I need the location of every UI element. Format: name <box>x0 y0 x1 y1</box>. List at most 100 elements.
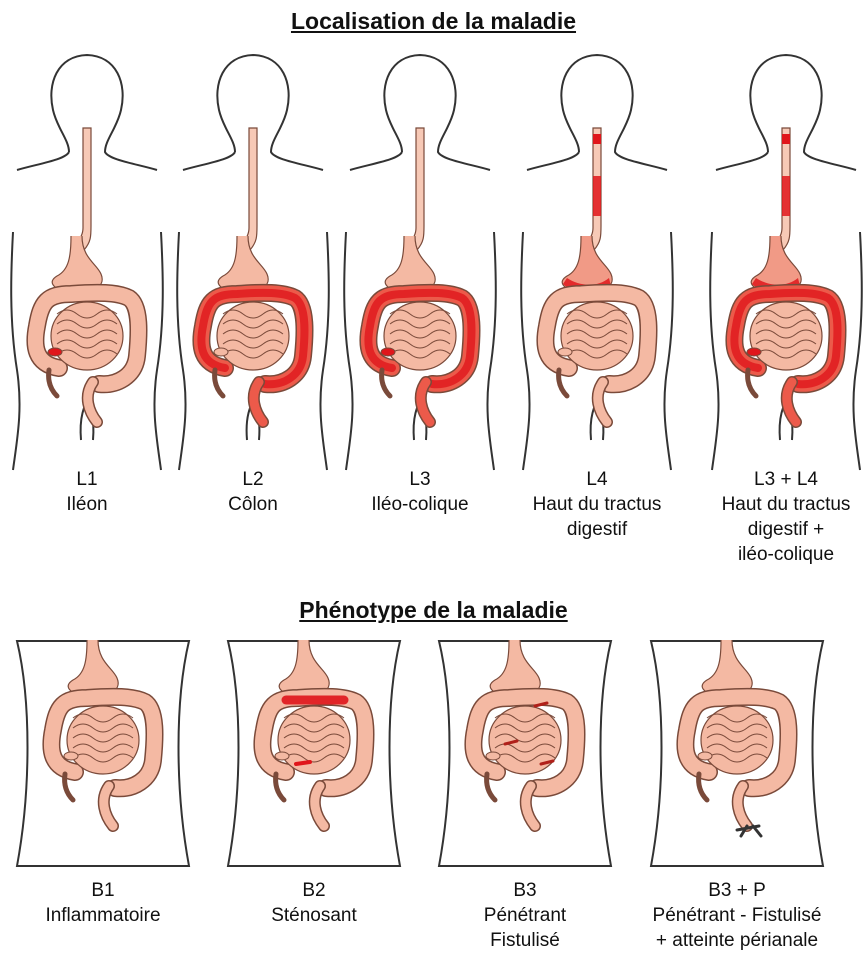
location-label-line: Haut du tractus <box>507 492 687 517</box>
small-intestine <box>384 302 456 370</box>
intestine-loop <box>707 724 767 732</box>
location-label-line: digestif + <box>696 517 867 542</box>
location-code: L3 <box>330 467 510 492</box>
intestine-loop <box>73 734 133 742</box>
stomach <box>751 236 801 292</box>
intestine-loop <box>495 714 555 722</box>
appendix <box>699 774 707 800</box>
torso-right-outline <box>320 232 328 470</box>
shoulder-outline <box>17 152 69 170</box>
location-label-line: Iléo-colique <box>330 492 510 517</box>
stomach-inflammation <box>563 278 611 292</box>
intestine-loop <box>495 754 555 762</box>
esophagus-inflammation <box>782 134 790 144</box>
torso-left-outline <box>177 232 185 470</box>
intestine-loop <box>756 330 816 338</box>
torso-left-outline <box>521 232 529 470</box>
rectum <box>254 382 263 422</box>
abdomen-frame <box>17 641 189 866</box>
location-label-line: digestif <box>507 517 687 542</box>
stomach <box>218 236 268 292</box>
head-outline <box>384 55 490 170</box>
colon <box>368 293 471 384</box>
small-intestine <box>561 302 633 370</box>
torso-left-outline <box>710 232 718 470</box>
stomach <box>52 236 102 292</box>
rectum <box>738 786 747 826</box>
intestine-loop <box>567 350 627 358</box>
intestine-loop <box>756 320 816 328</box>
phenotype-label-line: Sténosant <box>209 903 419 928</box>
appendix <box>487 774 495 800</box>
intestine-loop <box>567 320 627 328</box>
colon <box>201 293 304 384</box>
appendix <box>215 370 223 396</box>
stomach-inflammation <box>752 278 800 292</box>
rectum <box>104 786 113 826</box>
intestine-loop <box>756 340 816 348</box>
ileum <box>698 752 712 760</box>
rectum-outline <box>254 382 263 422</box>
location-label-line: Côlon <box>163 492 343 517</box>
location-label-line: iléo-colique <box>696 542 867 567</box>
colon-outline <box>545 293 648 384</box>
legs-outline <box>780 404 793 440</box>
intestine-loop <box>495 744 555 752</box>
intestine-loop <box>756 310 816 318</box>
intestine-loop <box>284 714 344 722</box>
legs-outline <box>81 404 94 440</box>
ileum <box>747 348 761 356</box>
phenotype-code: B3 <box>420 878 630 903</box>
stomach <box>385 236 435 292</box>
ileum <box>275 752 289 760</box>
intestine-loop <box>707 714 767 722</box>
rectum <box>88 382 97 422</box>
perianal-marker <box>737 826 761 836</box>
stricture-marker <box>296 762 310 764</box>
intestine-loop <box>223 330 283 338</box>
ileum <box>64 752 78 760</box>
intestine-loop <box>57 310 117 318</box>
colon-inflammation <box>368 293 471 384</box>
esophagus-inflammation <box>593 134 601 144</box>
rectum <box>526 786 535 826</box>
small-intestine <box>51 302 123 370</box>
colon-outline <box>734 293 837 384</box>
colon <box>262 697 365 788</box>
rectum <box>787 382 796 422</box>
shoulder-outline <box>350 152 402 170</box>
shoulder-outline <box>527 152 579 170</box>
location-code: L3 + L4 <box>696 467 867 492</box>
small-intestine <box>278 706 350 774</box>
intestine-loop <box>567 340 627 348</box>
intestine-loop <box>495 734 555 742</box>
intestine-loop <box>567 330 627 338</box>
fistula-marker <box>535 703 547 706</box>
rectum-outline <box>787 382 796 422</box>
colon <box>685 697 788 788</box>
phenotype-label-line: + atteinte périanale <box>632 928 842 953</box>
intestine-loop <box>73 714 133 722</box>
esophagus <box>772 128 790 250</box>
rectum-outline <box>738 786 747 826</box>
colon <box>51 697 154 788</box>
head-outline <box>750 55 856 170</box>
intestine-loop <box>284 724 344 732</box>
intestine-loop <box>223 320 283 328</box>
intestine-loop <box>284 734 344 742</box>
esophagus <box>73 128 91 250</box>
intestine-loop <box>284 744 344 752</box>
appendix <box>382 370 390 396</box>
intestine-loop <box>223 340 283 348</box>
rectum <box>421 382 430 422</box>
torso-right-outline <box>853 232 861 470</box>
esophagus <box>583 128 601 250</box>
esophagus-inflammation <box>782 176 790 216</box>
appendix <box>276 774 284 800</box>
small-intestine <box>750 302 822 370</box>
